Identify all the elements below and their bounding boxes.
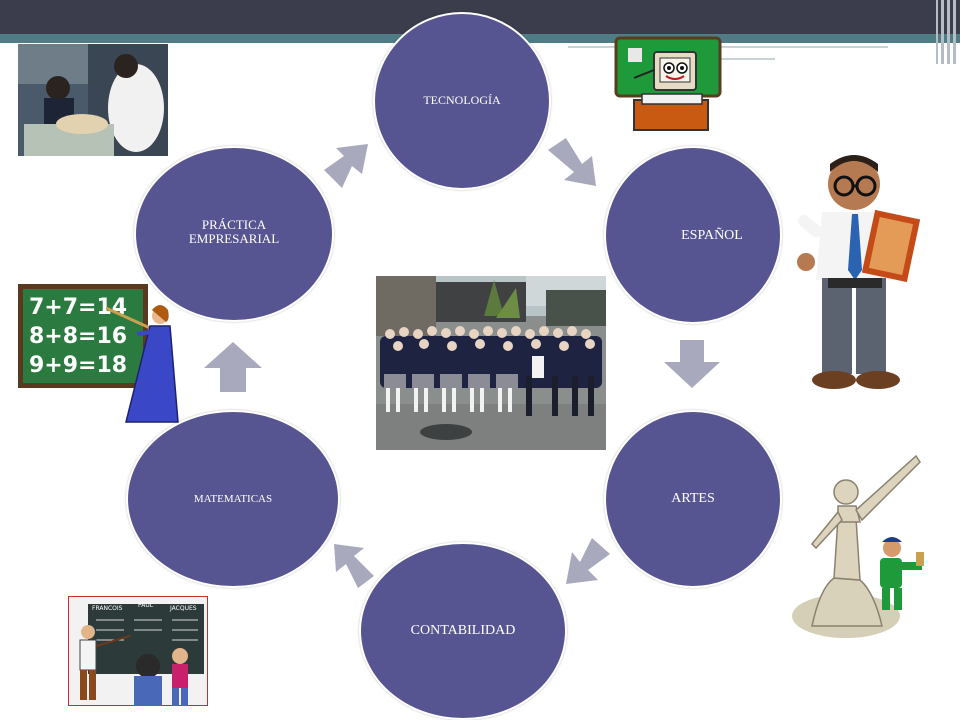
board-name: PAUL <box>138 602 154 609</box>
students-group-photo <box>376 276 606 450</box>
arrow-tecnologia-to-espanol <box>548 138 596 186</box>
header-line <box>568 46 888 48</box>
math-chalkboard: 7+7=14 8+8=16 9+9=18 <box>18 284 148 388</box>
node-label: ARTES <box>671 491 715 507</box>
node-contabilidad: CONTABILIDAD <box>359 542 567 720</box>
corner-decoration <box>926 0 960 64</box>
node-artes: ARTES <box>604 410 782 588</box>
node-espanol: ESPAÑOL <box>604 146 782 324</box>
header-line <box>720 58 775 60</box>
chalkboard-line: 7+7=14 <box>29 295 128 320</box>
computer-teacher-clipart <box>614 36 724 136</box>
node-label: PRÁCTICA EMPRESARIAL <box>188 216 280 246</box>
math-chalkboard-teacher-clipart: 7+7=14 8+8=16 9+9=18 <box>18 284 180 428</box>
node-tecnologia: TECNOLOGÍA <box>373 12 551 190</box>
node-matematicas: MATEMATICAS <box>126 410 340 588</box>
node-label: CONTABILIDAD <box>410 623 516 639</box>
node-label: TECNOLOGÍA <box>423 93 501 108</box>
arrow-artes-to-contabilidad <box>566 538 610 584</box>
chalkboard-line: 8+8=16 <box>29 324 128 349</box>
node-practica-empresarial: PRÁCTICA EMPRESARIAL <box>134 146 334 322</box>
node-label: MATEMATICAS <box>193 492 273 505</box>
board-name: FRANCOIS <box>92 605 123 612</box>
arrow-contabilidad-to-matematicas <box>334 544 374 588</box>
node-label: ESPAÑOL <box>681 228 743 244</box>
arrow-espanol-to-artes <box>664 340 720 388</box>
arrow-matematicas-to-practica <box>204 342 262 392</box>
sculptor-statue-clipart <box>790 448 930 642</box>
classroom-board-clipart: FRANCOIS PAUL JACQUES <box>68 596 208 706</box>
chalkboard-line: 9+9=18 <box>29 353 128 378</box>
students-working-photo <box>18 44 168 156</box>
teacher-reading-book-clipart <box>792 150 922 400</box>
board-name: JACQUES <box>170 605 197 612</box>
arrow-practica-to-tecnologia <box>324 144 368 188</box>
